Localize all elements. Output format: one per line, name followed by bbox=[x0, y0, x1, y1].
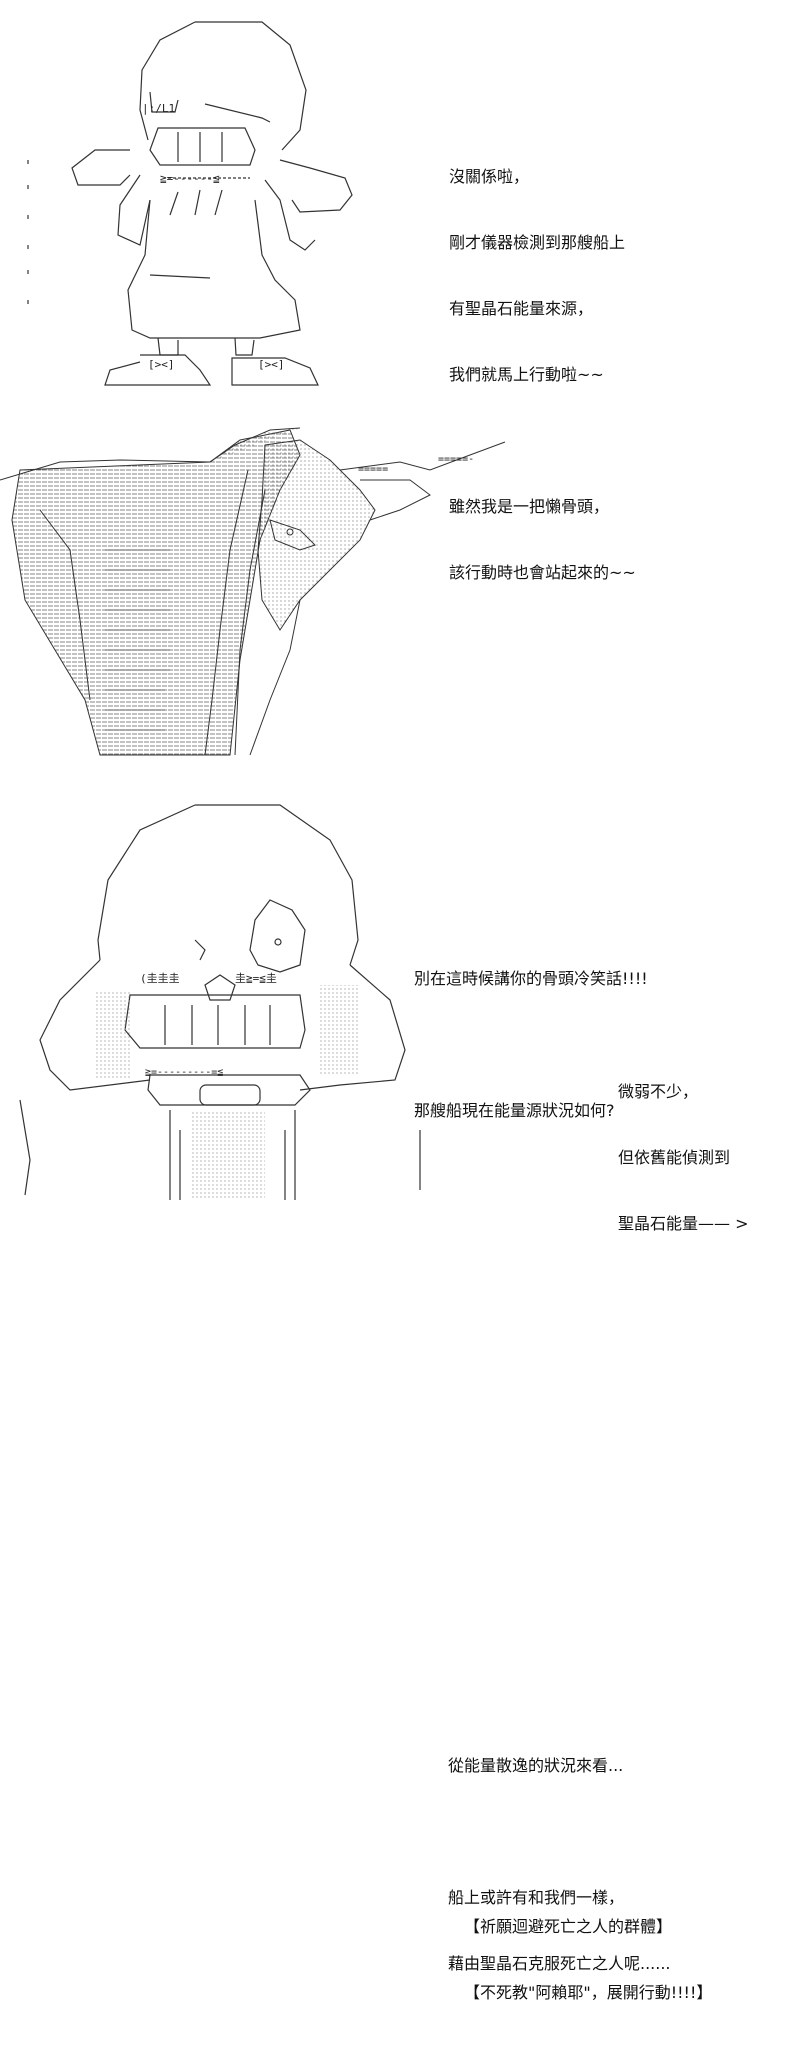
svg-text:≧=------≦: ≧=------≦ bbox=[160, 172, 220, 185]
skeleton-character-standing-art: |:/L1 ≧=------≦ [><] [><] bbox=[27, 21, 353, 386]
panel-3: (圭圭圭 圭≧=≦圭 ≧=---------=≦ 從能量散逸的狀況來看... 船… bbox=[0, 800, 800, 2002]
dialogue-line: 該行動時也會站起來的~~ bbox=[449, 563, 636, 582]
dialogue-line: 我們就馬上行動啦~~ bbox=[449, 365, 604, 384]
svg-text:[><]: [><] bbox=[258, 358, 285, 371]
svg-text:|:/L1: |:/L1 bbox=[142, 102, 175, 115]
dialogue-block-3b: 【祈願迴避死亡之人的群體】 【不死教"阿賴耶"，展開行動!!!!】 bbox=[464, 1872, 712, 2048]
hooded-figure-art: ===== =====- bbox=[0, 427, 506, 756]
svg-text:=====-: =====- bbox=[438, 454, 474, 465]
dialogue-line: 從能量散逸的狀況來看... bbox=[448, 1756, 624, 1775]
dialogue-line: 那艘船現在能量源狀況如何? bbox=[414, 1101, 615, 1120]
dialogue-line: 微弱不少， bbox=[618, 1082, 699, 1101]
dialogue-line: 但依舊能偵測到 bbox=[618, 1148, 731, 1167]
dialogue-line: 別在這時候講你的骨頭冷笑話!!!! bbox=[414, 969, 648, 988]
dialogue-line bbox=[448, 1821, 671, 1843]
panel-1: |:/L1 ≧=------≦ [><] [><] 沒關係啦， 剛才儀器檢測到那… bbox=[0, 0, 800, 582]
dialogue-line: 【祈願迴避死亡之人的群體】 bbox=[464, 1917, 673, 1936]
dialogue-line: 有聖晶石能量來源， bbox=[449, 299, 594, 318]
skeleton-closeup-art: (圭圭圭 圭≧=≦圭 ≧=---------=≦ bbox=[19, 804, 421, 1200]
svg-text:圭≧=≦圭: 圭≧=≦圭 bbox=[235, 972, 277, 985]
dialogue-line: 剛才儀器檢測到那艘船上 bbox=[449, 233, 626, 252]
svg-text:[><]: [><] bbox=[148, 358, 175, 371]
svg-text:(圭圭圭: (圭圭圭 bbox=[140, 972, 180, 985]
dialogue-line: 【不死教"阿賴耶"，展開行動!!!!】 bbox=[464, 1983, 713, 2002]
dialogue-line: 沒關係啦， bbox=[449, 167, 530, 186]
svg-text:=====: ===== bbox=[358, 464, 388, 475]
dialogue-line: 聖晶石能量—— > bbox=[618, 1214, 749, 1233]
svg-text:≧=---------=≦: ≧=---------=≦ bbox=[145, 1067, 223, 1078]
dialogue-block-2a: 別在這時候講你的骨頭冷笑話!!!! 那艘船現在能量源狀況如何? bbox=[414, 924, 648, 1166]
dialogue-block-1: 沒關係啦， 剛才儀器檢測到那艘船上 有聖晶石能量來源， 我們就馬上行動啦~~ 雖… bbox=[449, 122, 636, 628]
panel-2: ===== =====- 別在這時候講你的骨頭冷笑話!!!! 那艘船現在能量源狀… bbox=[0, 400, 800, 1233]
dialogue-line: 雖然我是一把懶骨頭， bbox=[449, 497, 610, 516]
